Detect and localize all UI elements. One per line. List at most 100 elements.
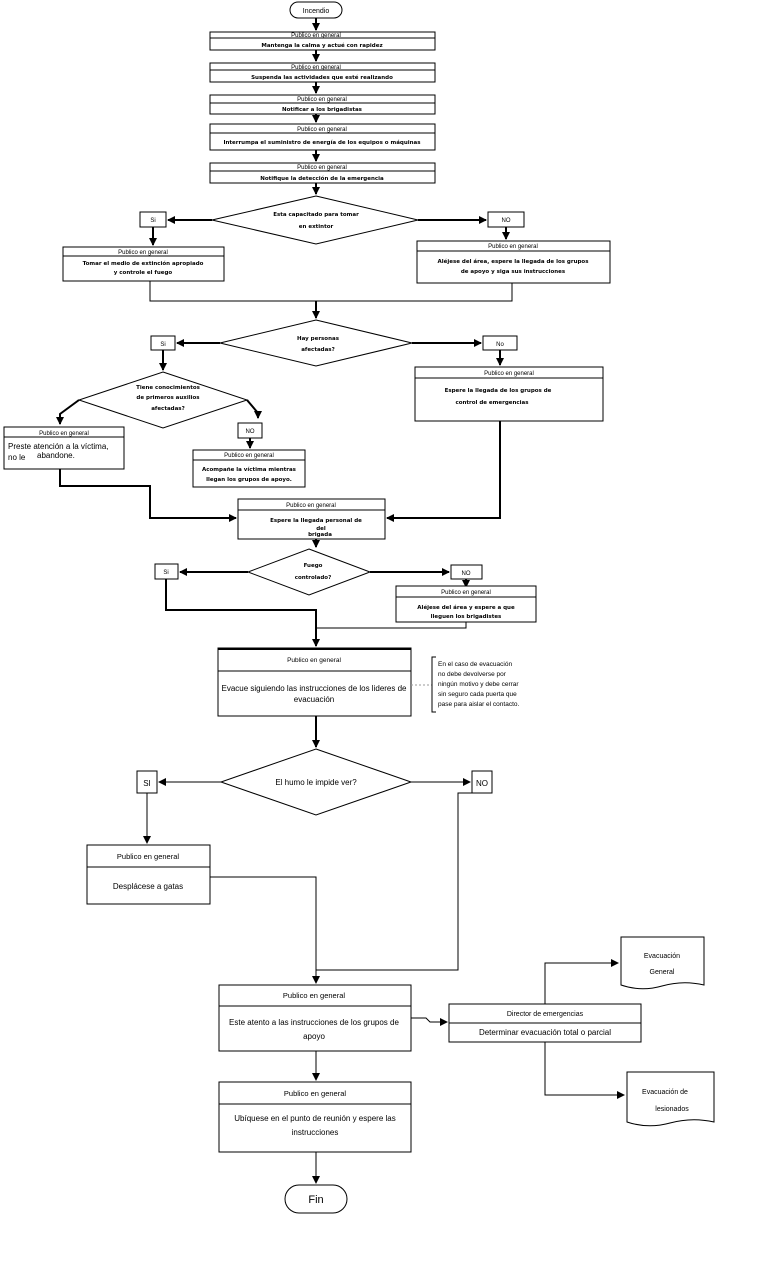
svg-text:General: General bbox=[650, 969, 675, 976]
svg-text:Este atento a las instruccione: Este atento a las instrucciones de los g… bbox=[229, 1018, 399, 1027]
svg-text:evacuación: evacuación bbox=[294, 695, 334, 704]
decision-first-aid: Tiene conocimientos de primeros auxilios… bbox=[77, 371, 249, 429]
step-text: Notifique la detección de la emergencia bbox=[260, 175, 384, 182]
svg-text:Director de emergencias: Director de emergencias bbox=[507, 1011, 584, 1018]
start-label: Incendio bbox=[303, 8, 330, 15]
evacuate-box: Publico en general Evacue siguiendo las … bbox=[217, 647, 412, 717]
svg-text:Ubíquese en el punto de reunió: Ubíquese en el punto de reunión y espere… bbox=[234, 1114, 395, 1123]
svg-text:El humo le impide ver?: El humo le impide ver? bbox=[275, 778, 357, 787]
svg-text:Tomar el medio de extinción ap: Tomar el medio de extinción apropiado bbox=[83, 260, 204, 267]
decision-fire-controlled: Fuego controlado? bbox=[246, 548, 372, 596]
leave-area-box: Publico en general Aléjese del área, esp… bbox=[416, 240, 611, 284]
svg-text:no debe devolverse por: no debe devolverse por bbox=[438, 671, 507, 678]
meeting-point-box: Publico en general Ubíquese en el punto … bbox=[218, 1081, 412, 1153]
doc-injured-evacuation: Evacuación de lesionados bbox=[626, 1071, 715, 1127]
svg-text:Espere la llegada de los grupo: Espere la llegada de los grupos de bbox=[445, 388, 552, 394]
wait-brigade-box: Publico en general Espere la llegada per… bbox=[237, 498, 386, 540]
yes-label: SI bbox=[136, 770, 158, 794]
svg-text:afectadas?: afectadas? bbox=[151, 406, 185, 412]
svg-text:Publico en general: Publico en general bbox=[117, 852, 179, 861]
step-role: Publico en general bbox=[297, 127, 347, 133]
no-label: NO bbox=[237, 422, 263, 439]
extinguish-box: Publico en general Tomar el medio de ext… bbox=[62, 246, 225, 282]
svg-text:Evacuación: Evacuación bbox=[644, 953, 680, 960]
svg-text:llegan los grupos de apoyo.: llegan los grupos de apoyo. bbox=[206, 477, 292, 483]
svg-text:Publico en general: Publico en general bbox=[286, 503, 336, 509]
svg-text:de apoyo y siga sus instruccio: de apoyo y siga sus instrucciones bbox=[461, 269, 566, 275]
step-role: Publico en general bbox=[291, 65, 341, 71]
svg-text:Si: Si bbox=[160, 342, 165, 348]
svg-text:Esta capacitado para tomar: Esta capacitado para tomar bbox=[273, 212, 359, 218]
decision-affected-people: Hay personas afectadas? bbox=[219, 319, 413, 367]
svg-text:En el caso de evacuación: En el caso de evacuación bbox=[438, 661, 512, 668]
svg-text:Publico en general: Publico en general bbox=[224, 453, 274, 459]
svg-text:Tiene conocimientos: Tiene conocimientos bbox=[136, 385, 200, 391]
svg-text:lesionados: lesionados bbox=[655, 1106, 689, 1113]
step-text: Mantenga la calma y actué con rapidez bbox=[261, 42, 382, 49]
svg-text:apoyo: apoyo bbox=[303, 1032, 325, 1041]
svg-text:Acompañe la víctima mientras: Acompañe la víctima mientras bbox=[202, 466, 297, 473]
step-role: Publico en general bbox=[297, 165, 347, 171]
end-terminal: Fin bbox=[284, 1184, 348, 1214]
no-label: NO bbox=[471, 770, 493, 794]
start-terminal: Incendio bbox=[289, 1, 343, 19]
no-label: NO bbox=[450, 564, 483, 580]
svg-text:Publico en general: Publico en general bbox=[284, 1089, 346, 1098]
crawl-box: Publico en general Desplácese a gatas bbox=[86, 844, 211, 905]
svg-text:pase para aislar el contacto.: pase para aislar el contacto. bbox=[438, 701, 519, 708]
svg-text:Evacuación de: Evacuación de bbox=[642, 1089, 688, 1096]
svg-text:NO: NO bbox=[246, 429, 255, 435]
svg-text:Aléjese del área y espere a qu: Aléjese del área y espere a que bbox=[417, 604, 515, 611]
svg-text:NO: NO bbox=[462, 571, 471, 577]
svg-text:no le: no le bbox=[8, 453, 26, 462]
accompany-victim-box: Publico en general Acompañe la víctima m… bbox=[192, 449, 306, 488]
step-text: Interrumpa el suministro de energía de l… bbox=[223, 139, 421, 146]
svg-text:de primeros auxilios: de primeros auxilios bbox=[136, 395, 200, 401]
svg-text:Publico en general: Publico en general bbox=[118, 250, 168, 256]
svg-text:brigada: brigada bbox=[308, 532, 332, 538]
svg-text:Espere la llegada personal d: Espere la llegada personal de bbox=[270, 518, 362, 524]
step-2: Publico en general Suspenda las activida… bbox=[209, 62, 436, 83]
svg-text:Publico en general: Publico en general bbox=[39, 431, 89, 437]
svg-text:Publico en general: Publico en general bbox=[441, 590, 491, 596]
svg-text:control de emergencias: control de emergencias bbox=[455, 400, 529, 406]
svg-text:y controle el fuego: y controle el fuego bbox=[114, 270, 173, 276]
wait-emergency-groups-box: Publico en general Espere la llegada de … bbox=[414, 366, 604, 422]
step-4: Publico en general Interrumpa el suminis… bbox=[209, 123, 436, 151]
step-5: Publico en general Notifique la detecció… bbox=[209, 162, 436, 184]
leave-wait-brigadists-box: Publico en general Aléjese del área y es… bbox=[395, 585, 537, 623]
svg-text:Evacue siguiendo las instrucci: Evacue siguiendo las instrucciones de lo… bbox=[222, 684, 408, 693]
svg-text:NO: NO bbox=[502, 218, 511, 224]
yes-label: Si bbox=[139, 211, 167, 228]
svg-text:Publico en general: Publico en general bbox=[287, 657, 341, 664]
svg-text:Fuego: Fuego bbox=[304, 563, 323, 569]
svg-text:Desplácese a gatas: Desplácese a gatas bbox=[113, 882, 183, 891]
decision-smoke: El humo le impide ver? bbox=[219, 748, 413, 816]
svg-text:Publico en general: Publico en general bbox=[488, 244, 538, 250]
svg-text:SI: SI bbox=[143, 779, 151, 788]
svg-text:del: del bbox=[316, 526, 326, 532]
svg-text:Hay personas: Hay personas bbox=[297, 336, 340, 342]
svg-text:sin seguro cada puerta que: sin seguro cada puerta que bbox=[438, 691, 517, 698]
svg-text:controlado?: controlado? bbox=[295, 575, 332, 581]
svg-text:abandone.: abandone. bbox=[37, 451, 75, 460]
svg-text:instrucciones: instrucciones bbox=[292, 1128, 339, 1137]
doc-general-evacuation: Evacuación General bbox=[620, 936, 705, 990]
yes-label: Si bbox=[150, 335, 176, 351]
svg-text:Publico en general: Publico en general bbox=[283, 991, 345, 1000]
svg-text:Determinar evacuación total o: Determinar evacuación total o parcial bbox=[479, 1028, 611, 1037]
no-label: NO bbox=[487, 211, 525, 228]
attend-instructions-box: Publico en general Este atento a las ins… bbox=[218, 984, 412, 1052]
svg-text:ningún motivo y debe cerrar: ningún motivo y debe cerrar bbox=[438, 681, 519, 688]
svg-text:en extintor: en extintor bbox=[299, 224, 334, 230]
step-text: Notificar a los brigadistas bbox=[282, 107, 363, 113]
svg-text:lleguen los brigadistes: lleguen los brigadistes bbox=[431, 614, 502, 620]
svg-text:Publico en general: Publico en general bbox=[484, 371, 534, 377]
step-text: Suspenda las actividades que esté realiz… bbox=[251, 74, 393, 81]
step-role: Publico en general bbox=[291, 33, 341, 39]
decision-extinguisher: Esta capacitado para tomar en extintor bbox=[211, 195, 419, 245]
evacuation-note: En el caso de evacuación no debe devolve… bbox=[431, 656, 519, 713]
assist-victim-box: Publico en general Preste atención a la … bbox=[3, 426, 125, 470]
step-3: Publico en general Notificar a los briga… bbox=[209, 94, 436, 115]
